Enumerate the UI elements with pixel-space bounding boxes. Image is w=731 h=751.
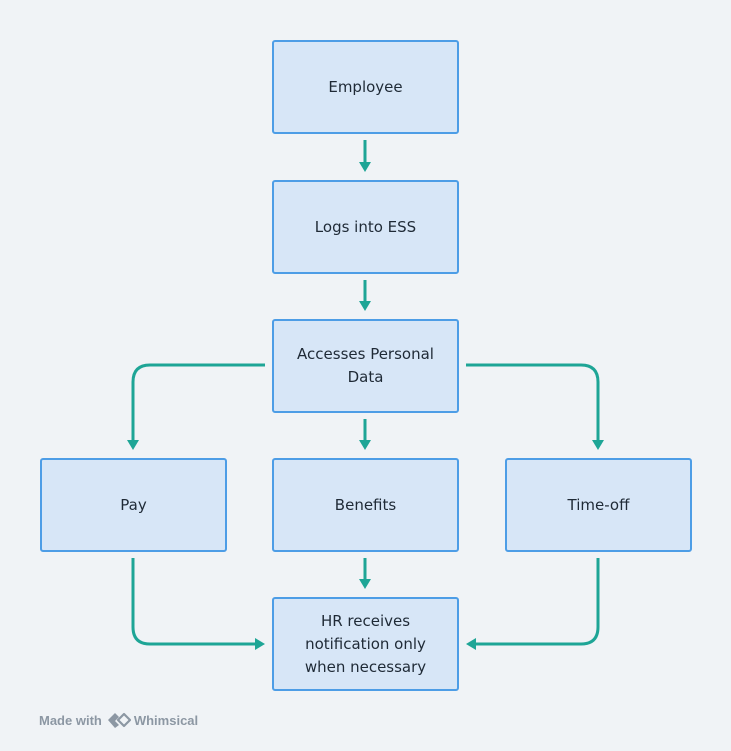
edge-access-to-benefits: [359, 419, 371, 450]
made-with-whimsical-badge[interactable]: Made with Whimsical: [39, 711, 198, 729]
edge-access-to-timeoff: [466, 363, 604, 450]
whimsical-brand-text: Whimsical: [133, 712, 199, 728]
node-pay-label: Pay: [120, 495, 147, 514]
made-with-text: Made with: [39, 712, 102, 728]
node-time-off-label: Time-off: [567, 495, 630, 514]
edge-pay-to-hr: [131, 558, 265, 650]
node-time-off[interactable]: Time-off: [505, 458, 692, 552]
node-benefits[interactable]: Benefits: [272, 458, 459, 552]
edge-benefits-to-hr: [359, 558, 371, 589]
node-pay[interactable]: Pay: [40, 458, 227, 552]
node-hr-receives-notification-label: HR receives notification only when neces…: [304, 611, 427, 676]
node-benefits-label: Benefits: [334, 495, 397, 514]
node-employee[interactable]: Employee: [272, 40, 459, 134]
edge-logs-to-access: [359, 280, 371, 311]
edge-timeoff-to-hr: [466, 558, 600, 650]
node-accesses-personal-data-label: Accesses Personal Data: [297, 345, 434, 386]
node-logs-into-ess[interactable]: Logs into ESS: [272, 180, 459, 274]
edge-employee-to-logs: [359, 140, 371, 172]
edge-access-to-pay: [127, 363, 265, 450]
node-employee-label: Employee: [328, 77, 403, 96]
node-logs-into-ess-label: Logs into ESS: [314, 217, 417, 236]
node-hr-receives-notification[interactable]: HR receives notification only when neces…: [272, 597, 459, 691]
whimsical-logo-icon: [107, 712, 131, 728]
node-accesses-personal-data[interactable]: Accesses Personal Data: [272, 319, 459, 413]
